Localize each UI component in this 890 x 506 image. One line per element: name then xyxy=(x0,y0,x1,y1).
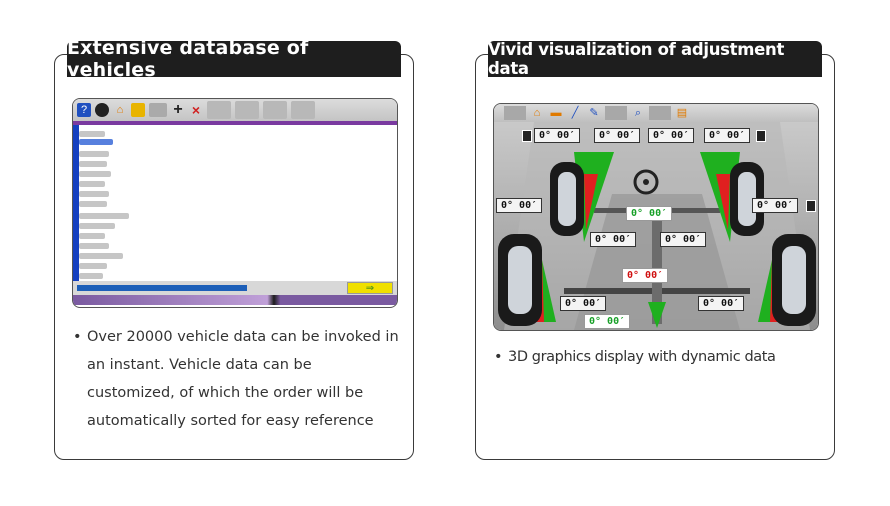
blank-icon xyxy=(649,106,671,120)
vehicle-database-screenshot: ? ⌂ + × xyxy=(72,98,398,308)
blank-icon[interactable] xyxy=(207,101,231,119)
search-icon[interactable]: ⌕ xyxy=(634,107,642,119)
list-item[interactable] xyxy=(79,151,109,157)
vehicle-icon[interactable]: ▬ xyxy=(550,107,562,119)
vehicle-icon[interactable] xyxy=(131,103,145,117)
front-right-camber-reading: 0° 00′ xyxy=(752,198,799,213)
alignment-scene: 0° 00′ 0° 00′ 0° 00′ 0° 00′ 0° 00′ 0° 00… xyxy=(494,122,818,330)
list-item[interactable] xyxy=(79,131,105,137)
thrust-angle-reading: 0° 00′ xyxy=(584,314,631,329)
vehicle-list[interactable] xyxy=(73,125,397,281)
description-text: Over 20000 vehicle data can be invoked i… xyxy=(87,329,399,429)
list-item[interactable] xyxy=(79,243,109,249)
list-item[interactable] xyxy=(79,181,105,187)
list-item[interactable] xyxy=(79,201,107,207)
status-bar xyxy=(73,295,397,305)
list-item[interactable] xyxy=(79,233,105,239)
print-icon[interactable]: ▤ xyxy=(676,107,688,119)
car-graphic xyxy=(498,122,816,330)
vehicle-database-card: Extensive database of vehicles ? ⌂ + × xyxy=(54,37,414,460)
tool-icon[interactable]: ✎ xyxy=(589,107,599,119)
sensor-icon xyxy=(522,130,532,142)
list-item[interactable] xyxy=(79,161,107,167)
list-item[interactable] xyxy=(79,213,129,219)
card-title: Extensive database of vehicles xyxy=(67,37,401,81)
card-title: Vivid visualization of adjustment data xyxy=(488,40,822,78)
blank-icon xyxy=(605,106,627,120)
mid-left-reading: 0° 00′ xyxy=(590,232,637,247)
divider xyxy=(73,121,397,125)
ball-icon[interactable] xyxy=(95,103,109,117)
delete-icon[interactable]: × xyxy=(191,102,201,118)
description: • 3D graphics display with dynamic data xyxy=(494,345,824,369)
front-center-left-reading: 0° 00′ xyxy=(594,128,641,143)
list-item[interactable] xyxy=(79,171,111,177)
blank-icon xyxy=(291,101,315,119)
mid-right-reading: 0° 00′ xyxy=(660,232,707,247)
alignment-screenshot: ⌂ ▬ ╱ ✎ ⌕ ▤ xyxy=(493,103,819,331)
description-text: 3D graphics display with dynamic data xyxy=(508,349,776,365)
next-button[interactable]: ⇒ xyxy=(347,282,393,294)
rear-total-toe-reading: 0° 00′ xyxy=(622,268,669,283)
rear-left-reading: 0° 00′ xyxy=(560,296,607,311)
list-item[interactable] xyxy=(79,263,107,269)
blank-icon xyxy=(504,106,526,120)
bullet-icon: • xyxy=(494,349,503,365)
list-item[interactable] xyxy=(79,273,103,279)
toolbar: ⌂ ▬ ╱ ✎ ⌕ ▤ xyxy=(494,104,818,122)
visualization-card: Vivid visualization of adjustment data ⌂… xyxy=(475,40,835,460)
list-edge xyxy=(73,125,79,281)
add-icon[interactable]: + xyxy=(173,101,183,118)
sensor-icon xyxy=(806,200,816,212)
progress-bar xyxy=(77,285,247,291)
list-footer: ⇒ xyxy=(73,281,397,295)
front-left-camber-reading: 0° 00′ xyxy=(496,198,543,213)
list-item[interactable] xyxy=(79,253,123,259)
list-item[interactable] xyxy=(79,191,109,197)
toolbar: ? ⌂ + × xyxy=(73,99,397,121)
list-item[interactable] xyxy=(79,223,115,229)
description: • Over 20000 vehicle data can be invoked… xyxy=(73,323,403,435)
front-center-right-reading: 0° 00′ xyxy=(648,128,695,143)
sensor-icon xyxy=(756,130,766,142)
blank-icon xyxy=(235,101,259,119)
blank-icon xyxy=(263,101,287,119)
front-left-toe-reading: 0° 00′ xyxy=(534,128,581,143)
help-icon[interactable]: ? xyxy=(77,103,91,117)
gear-icon[interactable] xyxy=(149,103,167,117)
home-icon[interactable]: ⌂ xyxy=(533,107,541,119)
front-right-toe-reading: 0° 00′ xyxy=(704,128,751,143)
bullet-icon: • xyxy=(73,329,82,345)
description-line: • 3D graphics display with dynamic data xyxy=(494,345,824,369)
wrench-icon[interactable]: ╱ xyxy=(571,107,579,119)
list-item[interactable] xyxy=(79,139,113,145)
rear-right-reading: 0° 00′ xyxy=(698,296,745,311)
home-icon[interactable]: ⌂ xyxy=(116,104,124,116)
front-total-toe-reading: 0° 00′ xyxy=(626,206,673,221)
